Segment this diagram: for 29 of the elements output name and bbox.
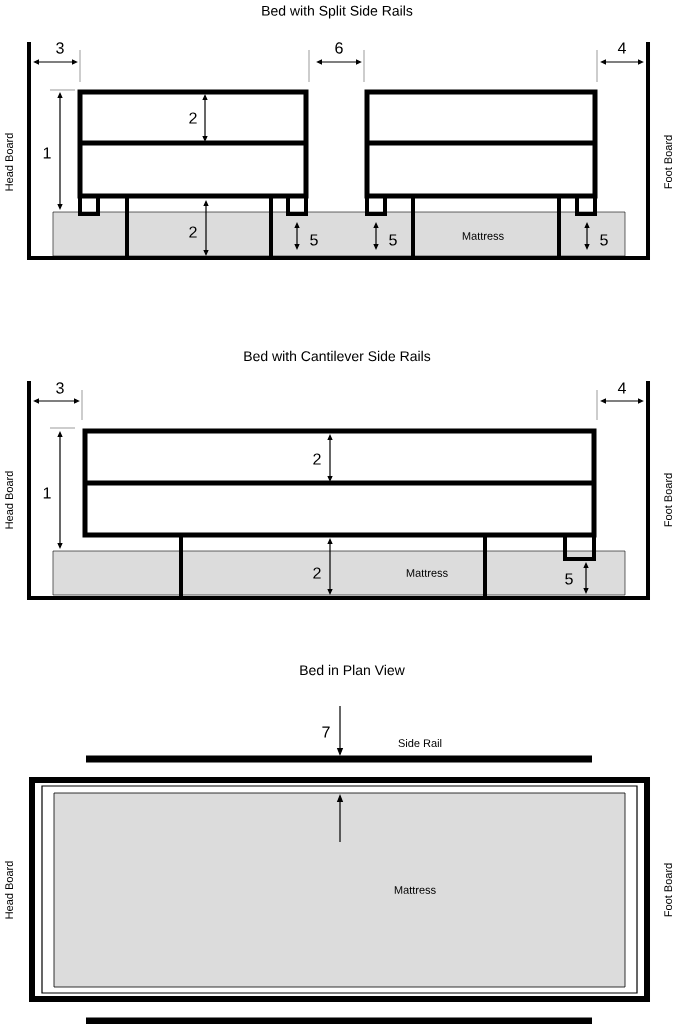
part-label: Mattress [406, 569, 448, 577]
dimension-number: 2 [313, 567, 321, 579]
part-label: Side Rail [398, 738, 442, 748]
board-label: Head Board [4, 133, 14, 191]
dimension-number: 4 [617, 42, 626, 54]
board-label: Foot Board [663, 863, 673, 917]
part-label: Mattress [394, 886, 436, 894]
board-label: Foot Board [663, 135, 673, 189]
dimension-number: 5 [389, 234, 397, 246]
dimension-number: 5 [565, 573, 573, 585]
dimension-number: 3 [56, 42, 64, 54]
dimension-number: 2 [313, 453, 321, 465]
section-title: Bed with Split Side Rails [262, 5, 413, 19]
dimension-number: 5 [600, 234, 608, 246]
part-label: Mattress [462, 232, 504, 240]
dimension-number: 2 [189, 226, 197, 238]
dimension-number: 4 [617, 382, 626, 394]
section-title: Bed in Plan View [300, 664, 405, 676]
dimension-number: 3 [56, 382, 64, 394]
dimension-number: 5 [310, 234, 318, 246]
section-title: Bed with Cantilever Side Rails [244, 350, 431, 362]
dimension-number: 1 [43, 487, 51, 499]
dimension-number: 1 [43, 147, 51, 159]
dimension-number: 6 [335, 42, 343, 54]
dimension-number: 2 [189, 112, 197, 124]
board-label: Head Board [4, 471, 14, 529]
board-label: Foot Board [663, 473, 673, 527]
board-label: Head Board [4, 861, 14, 919]
dimension-number: 7 [322, 726, 330, 738]
